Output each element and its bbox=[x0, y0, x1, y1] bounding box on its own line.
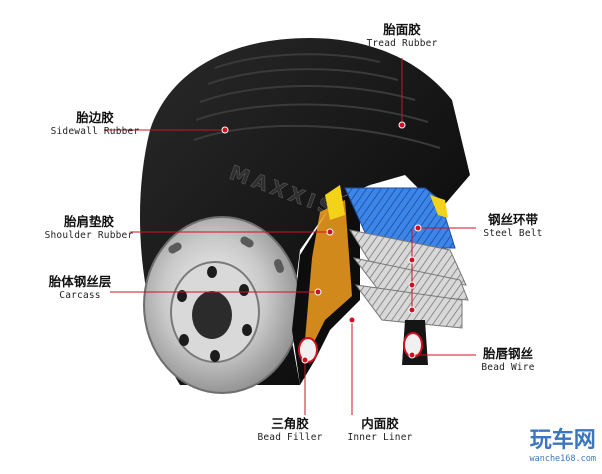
label-bead-wire: 胎唇钢丝 Bead Wire bbox=[468, 346, 548, 374]
watermark-main: 玩车网 bbox=[529, 428, 596, 453]
label-inner-liner: 内面胶 Inner Liner bbox=[338, 416, 422, 444]
watermark-sub: wanche168.com bbox=[529, 454, 596, 464]
label-en: Inner Liner bbox=[347, 431, 413, 443]
label-cn: 胎唇钢丝 bbox=[482, 346, 533, 361]
label-cn: 内面胶 bbox=[361, 416, 399, 431]
label-cn: 胎体钢丝层 bbox=[48, 274, 112, 289]
label-en: Bead Filler bbox=[257, 431, 323, 443]
label-en: Tread Rubber bbox=[366, 37, 438, 49]
label-en: Steel Belt bbox=[483, 227, 543, 239]
rim-vent-slots bbox=[168, 236, 285, 273]
label-en: Bead Wire bbox=[481, 361, 535, 373]
label-steel-belt: 钢丝环带 Steel Belt bbox=[468, 212, 558, 240]
hub-center bbox=[192, 291, 232, 339]
label-cn: 钢丝环带 bbox=[487, 212, 538, 227]
label-tread-rubber: 胎面胶 Tread Rubber bbox=[352, 22, 452, 50]
label-bead-filler: 三角胶 Bead Filler bbox=[248, 416, 332, 444]
label-sidewall-rubber: 胎边胶 Sidewall Rubber bbox=[40, 110, 150, 138]
label-en: Carcass bbox=[59, 289, 101, 301]
label-cn: 三角胶 bbox=[271, 416, 309, 431]
label-carcass: 胎体钢丝层 Carcass bbox=[30, 274, 130, 302]
tread-grooves bbox=[193, 53, 441, 149]
watermark: 玩车网 wanche168.com bbox=[529, 422, 596, 464]
leader-dots bbox=[221, 121, 422, 364]
label-en: Sidewall Rubber bbox=[50, 125, 140, 137]
shoulder-yellow-left bbox=[325, 185, 345, 220]
carcass-layer bbox=[305, 200, 352, 350]
belt-layer-4 bbox=[354, 284, 463, 329]
label-en: Shoulder Rubber bbox=[44, 229, 134, 241]
lug-holes bbox=[177, 266, 252, 362]
label-cn: 胎面胶 bbox=[383, 22, 421, 37]
leader-lines bbox=[104, 58, 476, 415]
shoulder-yellow-right bbox=[430, 195, 448, 218]
label-shoulder-rubber: 胎肩垫胶 Shoulder Rubber bbox=[30, 214, 148, 242]
label-cn: 胎边胶 bbox=[76, 110, 114, 125]
bead-left bbox=[298, 337, 318, 363]
label-cn: 胎肩垫胶 bbox=[63, 214, 114, 229]
